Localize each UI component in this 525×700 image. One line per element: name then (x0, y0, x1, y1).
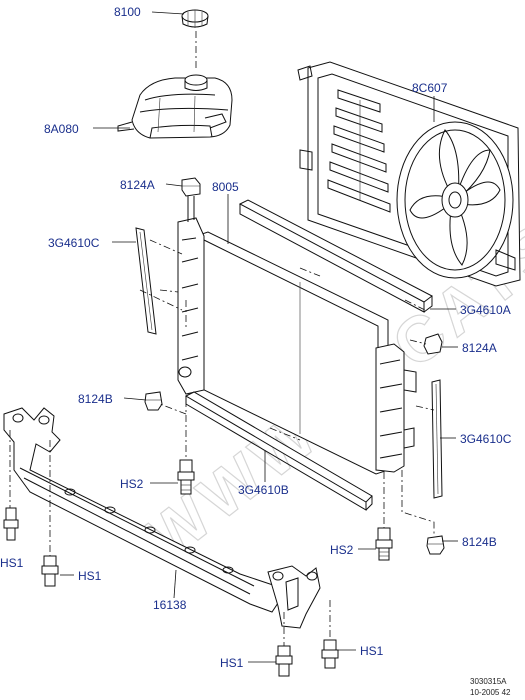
bolt-HS1-right (321, 639, 339, 669)
lower-support-16138 (3, 407, 321, 629)
filler-cap-8100 (181, 9, 209, 28)
seal-3G4610A (238, 199, 433, 313)
label-8124B-right: 8124B (462, 535, 497, 549)
mount-8124A-right (423, 333, 443, 355)
label-8124A-top: 8124A (120, 178, 155, 192)
label-8A080: 8A080 (44, 122, 79, 136)
bolt-HS1-far-left (3, 507, 19, 541)
label-HS1-bottom: HS1 (220, 656, 244, 670)
label-HS1-left: HS1 (78, 569, 102, 583)
mount-8124A-top (181, 177, 201, 197)
drawing-date: 10-2005 42 (470, 688, 511, 697)
bolt-HS2-left (177, 459, 195, 495)
label-8C607: 8C607 (412, 81, 448, 95)
drawing-number: 3030315A (470, 677, 507, 686)
label-3G4610A: 3G4610A (460, 303, 511, 317)
bolt-HS2-right (375, 527, 393, 561)
label-3G4610C-left: 3G4610C (48, 236, 100, 250)
seal-3G4610C-left (135, 227, 157, 335)
label-HS1-far-left: HS1 (0, 556, 24, 570)
label-3G4610C-right: 3G4610C (460, 432, 512, 446)
label-HS2-right: HS2 (330, 543, 354, 557)
label-16138: 16138 (153, 598, 187, 612)
label-8100: 8100 (114, 5, 141, 19)
expansion-tank-8A080 (117, 74, 233, 139)
label-3G4610B: 3G4610B (238, 483, 289, 497)
label-HS2-left: HS2 (120, 477, 144, 491)
label-8124B-left: 8124B (78, 392, 113, 406)
assembly-center-lines (9, 239, 435, 646)
fan-shroud-8C607 (297, 61, 521, 287)
mount-8124B-left (144, 391, 163, 411)
label-8005: 8005 (212, 180, 239, 194)
bolt-HS1-bottom (275, 645, 293, 677)
bolt-HS1-left (41, 555, 59, 587)
label-HS1-right: HS1 (360, 644, 384, 658)
mount-8124B-right (426, 535, 445, 555)
label-8124A-right: 8124A (462, 341, 497, 355)
radiator-8005 (177, 196, 417, 475)
leader-lines (60, 11, 458, 663)
seal-3G4610C-right (431, 379, 443, 499)
